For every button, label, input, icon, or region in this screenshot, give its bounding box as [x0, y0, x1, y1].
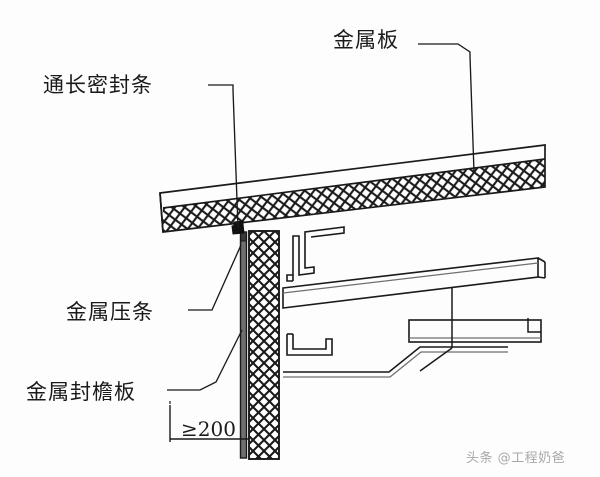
label-metal-fascia-board: 金属封檐板 [26, 380, 136, 404]
rectangular-beam [408, 287, 542, 372]
dimension-min-overhang [169, 401, 249, 442]
leader-metal-batten [188, 244, 242, 311]
c-channel-right [527, 318, 541, 333]
label-continuous-sealant: 通长密封条 [43, 73, 153, 97]
roof-sandwich-panel [159, 144, 546, 233]
wall-sandwich-panel [248, 230, 280, 460]
fascia-soffit-plate [283, 346, 508, 378]
label-metal-batten: 金属压条 [66, 300, 154, 324]
metal-batten-strip [239, 231, 248, 459]
leader-metal-fascia [167, 329, 243, 391]
roof-support-beam [282, 257, 546, 309]
leader-continuous-sealant [208, 84, 239, 229]
leader-metal-panel [418, 43, 475, 173]
c-channel-section [286, 333, 333, 356]
label-metal-panel: 金属板 [333, 28, 399, 52]
watermark-text: 头条 @工程奶爸 [466, 451, 566, 466]
dimension-label-min-overhang: ≥200 [181, 417, 236, 441]
purlin-z-section [286, 226, 345, 282]
